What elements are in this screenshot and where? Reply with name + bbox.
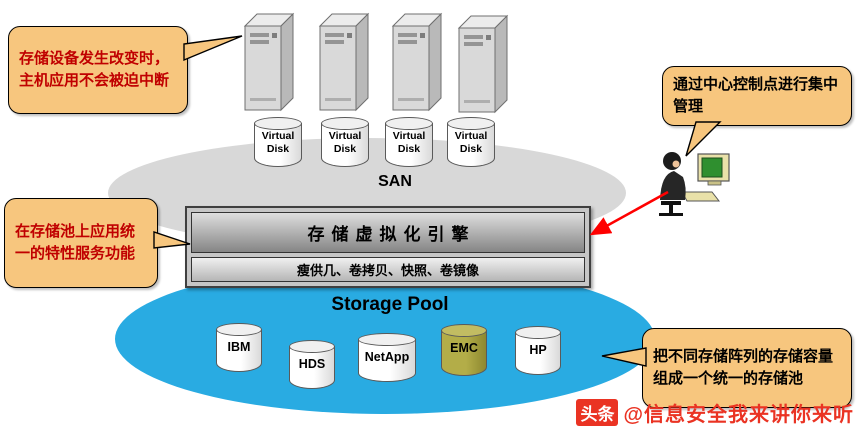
virtual-disk-label: Virtual Disk [392, 130, 426, 156]
server-tower-icon [392, 13, 442, 111]
vendor-cylinder-netapp: NetApp [358, 333, 416, 382]
virtual-disk-label: Virtual Disk [328, 130, 362, 156]
callout-central-management-text: 通过中心控制点进行集中管理 [673, 75, 839, 116]
virtualization-engine-box: 存储虚拟化引擎 瘦供几、卷拷贝、快照、卷镜像 [185, 206, 591, 288]
cylinder-body [289, 346, 335, 389]
server-tower-icon [458, 15, 508, 113]
watermark-text: @信息安全我来讲你来听 [623, 404, 854, 426]
cylinder-top [441, 324, 487, 337]
callout-pool-composition: 把不同存储阵列的存储容量组成一个统一的存储池 [642, 328, 852, 408]
vendor-cylinder-ibm: IBM [216, 323, 262, 372]
server-tower-icons [244, 13, 508, 113]
vendor-label: EMC [450, 341, 478, 355]
toutiao-logo: 头条 [576, 399, 619, 426]
cylinder-top [289, 340, 335, 353]
vendor-cylinder-hds: HDS [289, 340, 335, 389]
cylinder-body [515, 332, 561, 375]
cylinder-body [216, 329, 262, 372]
callout-unified-services-text: 在存储池上应用统一的特性服务功能 [15, 222, 136, 263]
cylinder-body [254, 123, 302, 167]
server-tower-icon [244, 13, 294, 111]
vendor-cylinder-emc: EMC [441, 324, 487, 376]
virtual-disk-label: Virtual Disk [454, 130, 488, 156]
cylinder-top [358, 333, 416, 346]
virtual-disk-label: Virtual Disk [261, 130, 295, 156]
cylinder-top [385, 117, 433, 130]
callout-tail [685, 121, 722, 157]
callout-storage-change-text: 存储设备发生改变时，主机应用不会被迫中断 [19, 49, 170, 90]
cylinder-top [254, 117, 302, 130]
callout-unified-services: 在存储池上应用统一的特性服务功能 [4, 198, 158, 288]
vendor-label: NetApp [364, 350, 410, 364]
server-tower-icon [319, 13, 369, 111]
vendor-cylinder-hp: HP [515, 326, 561, 375]
callout-pool-composition-text: 把不同存储阵列的存储容量组成一个统一的存储池 [653, 347, 834, 388]
cylinder-body [447, 123, 495, 167]
virtual-disk-cylinder: Virtual Disk [385, 117, 433, 167]
engine-title: 存储虚拟化引擎 [191, 212, 585, 253]
watermark: 头条 @信息安全我来讲你来听 [576, 398, 854, 427]
virtual-disk-cylinder: Virtual Disk [254, 117, 302, 167]
cylinder-body [358, 339, 416, 382]
engine-features: 瘦供几、卷拷贝、快照、卷镜像 [191, 257, 585, 282]
storage-pool-label: Storage Pool [331, 294, 449, 315]
vendor-label: HP [529, 343, 547, 357]
cylinder-top [321, 117, 369, 130]
callout-central-management: 通过中心控制点进行集中管理 [662, 66, 852, 126]
callout-tail [601, 347, 647, 367]
virtual-disk-cylinder: Virtual Disk [321, 117, 369, 167]
cylinder-body [321, 123, 369, 167]
cylinder-top [515, 326, 561, 339]
vendor-label: IBM [227, 340, 251, 354]
callout-storage-change: 存储设备发生改变时，主机应用不会被迫中断 [8, 26, 188, 114]
cylinder-top [216, 323, 262, 336]
cylinder-body [385, 123, 433, 167]
management-arrow [589, 190, 669, 236]
cylinder-body [441, 330, 487, 376]
cylinder-top [447, 117, 495, 130]
virtual-disk-cylinder: Virtual Disk [447, 117, 495, 167]
vendor-label: HDS [298, 357, 326, 371]
callout-tail [153, 231, 191, 249]
san-label: SAN [378, 173, 412, 190]
callout-tail [183, 35, 243, 62]
